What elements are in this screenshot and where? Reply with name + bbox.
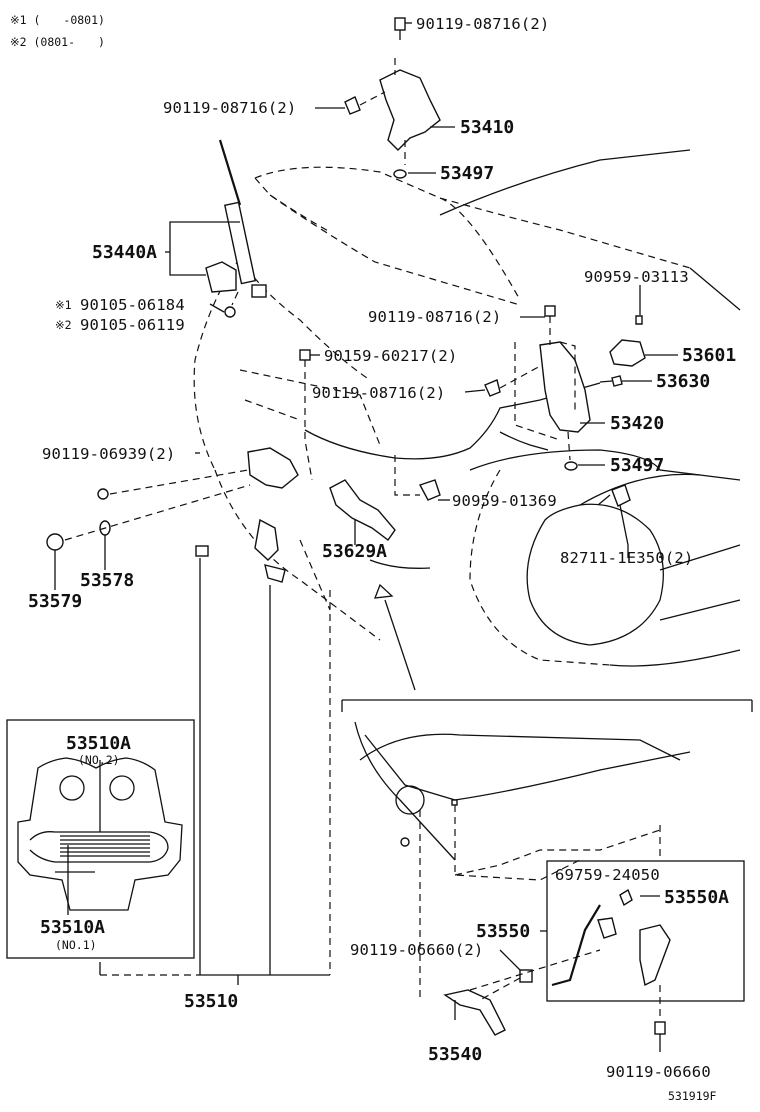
label-90119-06939: 90119-06939(2) — [42, 445, 175, 463]
label-no1: (NO.1) — [55, 938, 97, 952]
label-53510A-no2: 53510A — [66, 733, 131, 754]
label-53630: 53630 — [656, 371, 710, 392]
label-90119-08716-a: 90119-08716(2) — [416, 15, 549, 33]
hinge-part-53410 — [344, 17, 441, 179]
label-90119-06660-a: 90119-06660(2) — [350, 941, 483, 959]
label-90119-08716-b: 90119-08716(2) — [163, 99, 296, 117]
label-53550A: 53550A — [664, 887, 729, 908]
label-diagram-code: 531919F — [668, 1089, 717, 1103]
label-90959-01369: 90959-01369 — [452, 492, 557, 510]
label-90119-08716-c: 90119-08716(2) — [368, 308, 501, 326]
gas-strut-53440A — [205, 139, 267, 318]
mark-1: ※1 — [55, 298, 72, 312]
label-90959-03113: 90959-03113 — [584, 268, 689, 286]
label-53497-b: 53497 — [610, 455, 664, 476]
label-90119-06660-b: 90119-06660 — [606, 1063, 711, 1081]
panel-53550 — [341, 699, 753, 1052]
label-53410: 53410 — [460, 117, 514, 138]
note-1: ※1 ( -0801) — [10, 13, 105, 27]
label-53510: 53510 — [184, 991, 238, 1012]
label-53540: 53540 — [428, 1044, 482, 1065]
mark-2: ※2 — [55, 318, 72, 332]
leader-lines — [54, 22, 678, 1020]
label-90119-08716-d: 90119-08716(2) — [312, 384, 445, 402]
bracket-53629A — [329, 479, 396, 541]
label-53578: 53578 — [80, 570, 134, 591]
inset-53510A — [6, 719, 195, 959]
label-90105-06119: 90105-06119 — [80, 316, 185, 334]
clips — [299, 349, 631, 507]
label-53497-a: 53497 — [440, 163, 494, 184]
label-53550: 53550 — [476, 921, 530, 942]
hood-lock-left — [46, 447, 299, 583]
label-53579: 53579 — [28, 591, 82, 612]
label-53440A: 53440A — [92, 242, 157, 263]
label-82711-1E350: 82711-1E350(2) — [560, 549, 693, 567]
label-53601: 53601 — [682, 345, 736, 366]
cable-53510 — [99, 558, 331, 985]
label-53629A: 53629A — [322, 541, 387, 562]
release-handle-53601 — [599, 315, 646, 387]
label-53510A-no1: 53510A — [40, 917, 105, 938]
label-90105-06184: 90105-06184 — [80, 296, 185, 314]
hinge-part-53420 — [484, 305, 591, 471]
label-53420: 53420 — [610, 413, 664, 434]
label-69759-24050: 69759-24050 — [555, 866, 660, 884]
vehicle-outline — [193, 149, 741, 691]
callout-labels: 90119-08716(2) 90119-08716(2) 53410 5349… — [28, 15, 736, 1103]
label-no2: (NO.2) — [78, 753, 120, 767]
label-90159-60217: 90159-60217(2) — [324, 347, 457, 365]
note-2: ※2 (0801- ) — [10, 35, 105, 49]
